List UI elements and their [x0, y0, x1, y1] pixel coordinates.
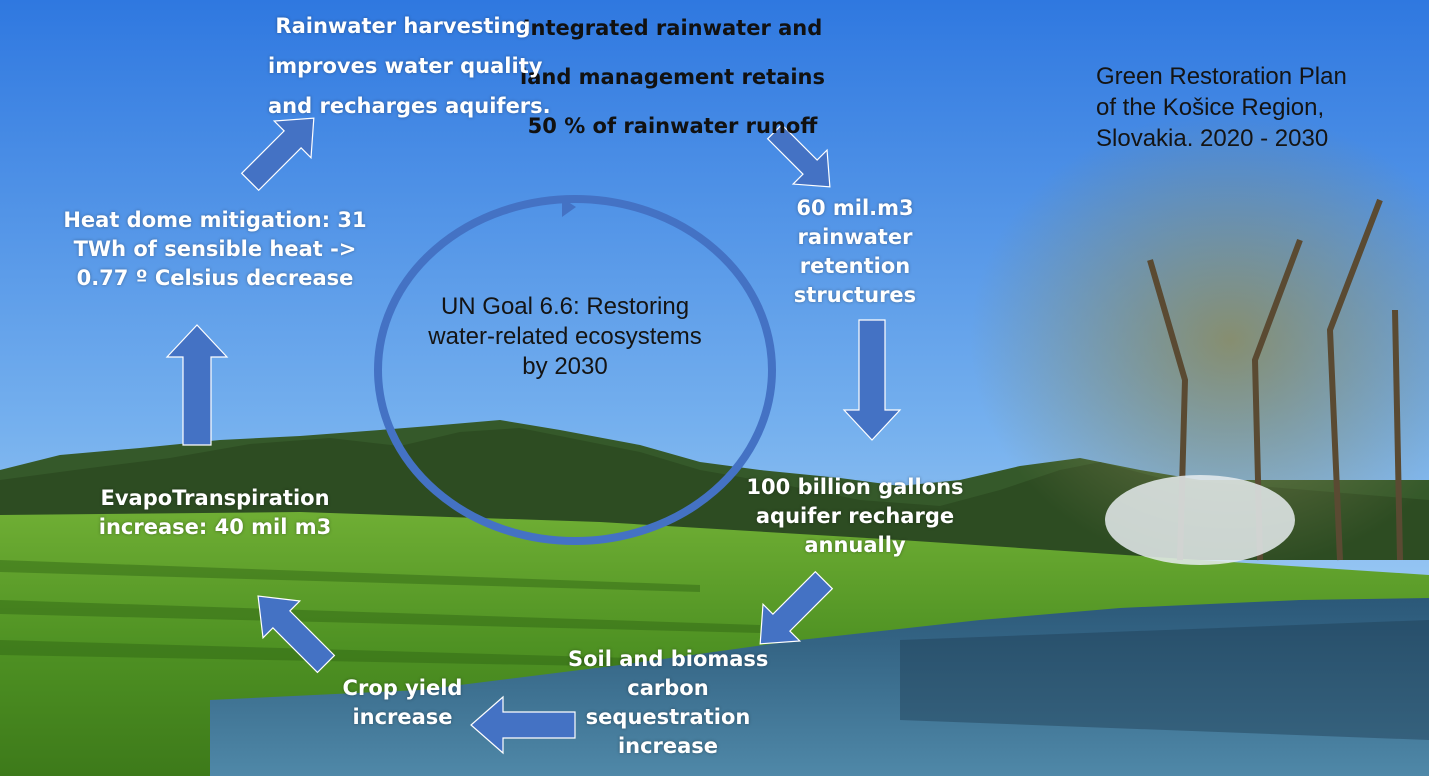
step-evapotranspiration: EvapoTranspiration increase: 40 mil m3: [95, 484, 335, 542]
step-line: structures: [793, 283, 917, 307]
step-line: rainwater: [797, 225, 913, 249]
arrow-to-crop-yield: [470, 695, 576, 755]
arrow-to-retention-structures: [766, 123, 831, 188]
step-line: annually: [804, 533, 906, 557]
step-line: land management retains: [520, 65, 825, 89]
step-line: TWh of sensible heat ->: [73, 237, 357, 261]
step-line: and recharges aquifers.: [268, 94, 551, 118]
arrow-to-carbon-sequestration: [759, 570, 834, 645]
step-crop-yield: Crop yield increase: [335, 674, 470, 732]
step-line: increase: [617, 734, 719, 758]
step-aquifer-recharge: 100 billion gallons aquifer recharge ann…: [745, 473, 965, 560]
arrow-to-aquifer-recharge: [842, 319, 902, 441]
step-line: Crop yield: [342, 676, 463, 700]
plan-title-line: Slovakia. 2020 - 2030: [1096, 125, 1329, 152]
center-goal-line: water-related ecosystems: [428, 323, 702, 350]
step-line: EvapoTranspiration: [100, 486, 330, 510]
goal-ring: [374, 195, 776, 545]
step-line: Heat dome mitigation: 31: [63, 208, 367, 232]
step-rainwater-retention: Integrated rainwater and land management…: [520, 4, 825, 151]
tree-canopy: [970, 110, 1429, 570]
step-heat-dome: Heat dome mitigation: 31 TWh of sensible…: [60, 206, 370, 293]
step-rainwater-harvesting: Rainwater harvesting improves water qual…: [268, 6, 551, 126]
pond-reflection: [900, 620, 1429, 740]
step-carbon-sequestration: Soil and biomass carbon sequestration in…: [568, 645, 768, 761]
step-line: retention: [799, 254, 911, 278]
step-line: 0.77 º Celsius decrease: [76, 266, 354, 290]
plan-title-line: of the Košice Region,: [1096, 94, 1325, 121]
arrow-to-rainwater-harvesting: [240, 117, 315, 192]
step-line: increase: [352, 705, 453, 729]
center-goal-line: by 2030: [522, 353, 608, 380]
step-line: increase: 40 mil m3: [98, 515, 332, 539]
step-line: 50 % of rainwater runoff: [527, 114, 818, 138]
step-retention-structures: 60 mil.m3 rainwater retention structures: [775, 194, 935, 310]
arrow-to-heat-dome: [165, 324, 229, 446]
step-line: carbon: [627, 676, 709, 700]
plan-title-line: Green Restoration Plan: [1096, 63, 1347, 90]
step-line: sequestration: [585, 705, 751, 729]
step-line: Rainwater harvesting: [275, 14, 531, 38]
step-line: 100 billion gallons: [746, 475, 964, 499]
blossom-bush: [1105, 475, 1295, 565]
step-line: improves water quality: [268, 54, 543, 78]
center-goal-line: UN Goal 6.6: Restoring: [440, 293, 690, 320]
step-line: aquifer recharge: [755, 504, 955, 528]
meadow-shadows: [0, 560, 760, 668]
cycle-arrows: [165, 117, 902, 755]
plan-title: Green Restoration Plan of the Košice Reg…: [1096, 61, 1347, 154]
ring-arrowhead: [562, 198, 576, 217]
center-goal: UN Goal 6.6: Restoring water-related eco…: [405, 292, 725, 382]
step-line: Soil and biomass: [568, 647, 769, 671]
arrow-to-evapotranspiration: [257, 595, 336, 674]
step-line: Integrated rainwater and: [522, 16, 823, 40]
step-line: 60 mil.m3: [796, 196, 914, 220]
